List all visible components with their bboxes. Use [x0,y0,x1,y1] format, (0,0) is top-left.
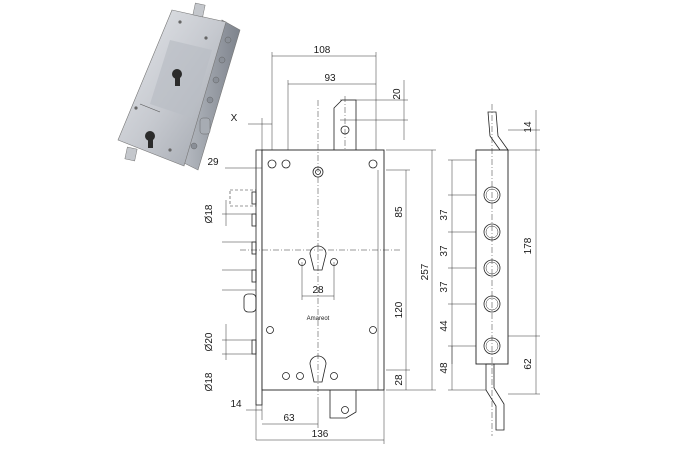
dim-29: 29 [207,157,219,168]
dim-108: 108 [314,45,331,56]
lock-product-photo [117,2,241,171]
dim-28-keyhole: 28 [312,285,324,296]
bar-dim-14: 14 [523,121,534,133]
bar-dim-37a: 37 [439,209,450,221]
bar-dim-37c: 37 [439,281,450,293]
dim-dia18-top: Ø18 [204,204,215,223]
bar-bolt-holes [483,186,501,355]
dim-14-bottom: 14 [230,399,242,410]
dim-28-bottom: 28 [394,374,405,386]
bolts [229,189,257,355]
bolt-bar-view: 14 37 37 37 44 48 178 62 [439,104,540,436]
dim-93: 93 [324,73,336,84]
bar-dim-48: 48 [439,362,450,374]
brand-label: Amareot [307,316,330,322]
keyhole-upper [309,245,327,271]
dim-136: 136 [312,429,329,440]
lock-body-view: Amareot [204,45,436,444]
keyhole-lower [309,355,327,383]
bar-dim-37b: 37 [439,245,450,257]
dim-x: X [231,113,238,124]
dim-20-top: 20 [392,88,403,100]
bar-dim-62: 62 [523,358,534,370]
dim-dia18-bottom: Ø18 [204,372,215,391]
dim-63: 63 [283,413,295,424]
dim-120: 120 [394,301,405,318]
bar-bottom-hook [485,363,505,431]
lock-plate [261,149,385,391]
dim-dia20: Ø20 [204,332,215,351]
dim-85: 85 [394,206,405,218]
dim-257: 257 [420,263,431,280]
forend-strip [255,149,263,406]
screw-holes [266,159,378,380]
bottom-bracket [329,390,357,419]
bar-top-hook [487,111,509,151]
bar-dim-44: 44 [439,320,450,332]
bar-dim-178: 178 [523,237,534,254]
